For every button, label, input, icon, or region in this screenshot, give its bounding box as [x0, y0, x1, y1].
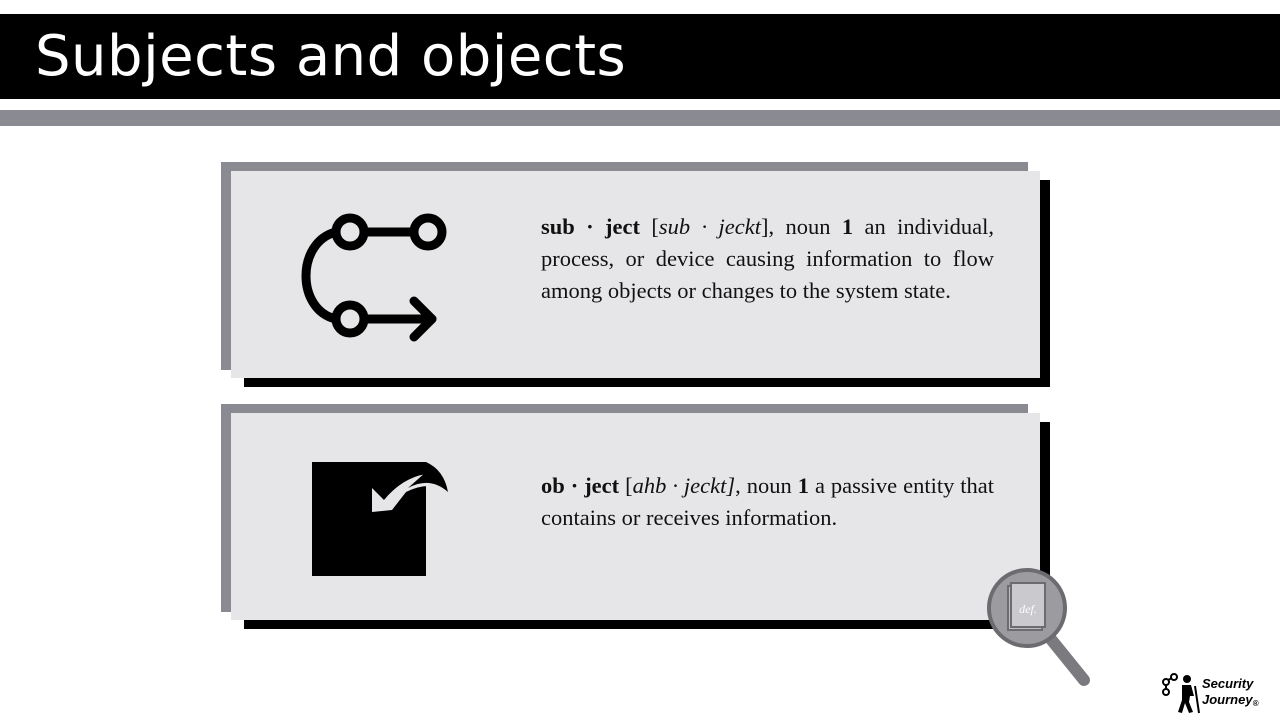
subject-sense: 1 [830, 214, 865, 239]
subject-pos: noun [785, 214, 831, 239]
registered-mark: ® [1252, 699, 1259, 708]
object-pronunciation: ahb · jeckt] [632, 473, 736, 498]
security-journey-logo: Security Journey® [1160, 672, 1270, 716]
subject-definition-text: an individual, process, or device causin… [541, 214, 994, 303]
subject-definition: sub · ject [sub · jeckt], noun 1 an indi… [541, 214, 994, 303]
magnifier-book-icon: def. [987, 568, 1090, 686]
object-receive-icon [312, 462, 448, 576]
object-term: ob · ject [541, 473, 620, 498]
magnifier-label: def. [1019, 602, 1037, 616]
slide-title: Subjects and objects [35, 24, 627, 89]
object-definition-text: a passive entity that contains or receiv… [541, 473, 995, 530]
object-pos: noun [746, 473, 792, 498]
title-bar: Subjects and objects [0, 14, 1280, 99]
flow-arrow-icon [301, 213, 447, 342]
divider-bar [0, 110, 1280, 126]
logo-line2: Journey [1202, 692, 1253, 707]
hiker-logo-icon [1162, 673, 1200, 714]
object-sense: 1 [791, 473, 815, 498]
subject-term: sub · ject [541, 214, 641, 239]
subject-pronunciation: sub · jeckt [658, 214, 761, 239]
object-definition: ob · ject [ahb · jeckt], noun 1 a passiv… [541, 473, 995, 530]
logo-line1: Security [1202, 676, 1254, 691]
card-face [231, 171, 1040, 378]
